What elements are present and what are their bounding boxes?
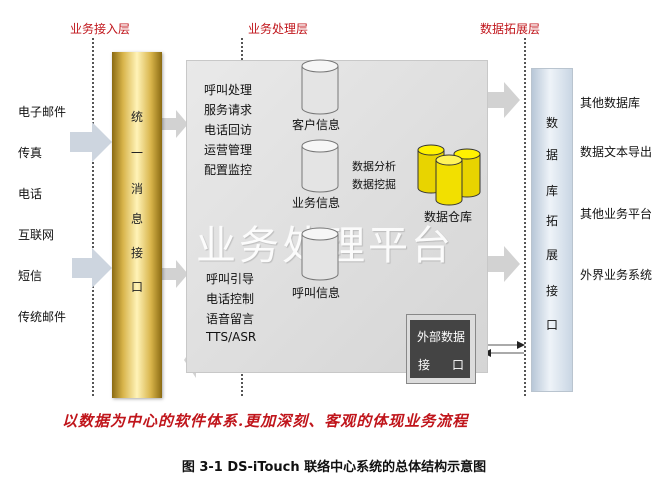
expansion-char-5: 展 xyxy=(545,248,558,262)
target-external-system: 外界业务系统 xyxy=(580,268,653,282)
unified-char-6: 口 xyxy=(130,280,143,294)
expansion-char-3: 库 xyxy=(545,184,558,198)
external-interface-char-1: 接 xyxy=(418,358,431,372)
unified-char-2: 一 xyxy=(130,146,143,160)
unified-char-1: 统 xyxy=(130,110,143,124)
input-arrows xyxy=(70,122,112,288)
function-callback: 电话回访 xyxy=(204,123,253,137)
call-info-db-icon xyxy=(301,227,339,281)
layer-title-access: 业务接入层 xyxy=(70,22,131,36)
business-info-db-icon xyxy=(301,139,339,193)
source-post: 传统邮件 xyxy=(18,310,67,324)
function-voicemail: 语音留言 xyxy=(206,312,255,326)
external-interface-line1: 外部数据 xyxy=(416,330,465,344)
input-arrow-2 xyxy=(72,248,112,288)
expansion-char-4: 拓 xyxy=(545,214,558,228)
function-phone-control: 电话控制 xyxy=(206,292,255,306)
source-email: 电子邮件 xyxy=(18,105,67,119)
unified-char-4: 息 xyxy=(130,212,143,226)
database-expansion-interface xyxy=(531,68,573,392)
layer-divider-right xyxy=(524,38,526,396)
source-fax: 传真 xyxy=(18,146,43,160)
function-service-request: 服务请求 xyxy=(204,103,253,117)
source-sms: 短信 xyxy=(18,269,43,283)
customer-info-label: 客户信息 xyxy=(292,118,341,132)
target-other-platform: 其他业务平台 xyxy=(580,207,653,221)
mining-label: 数据挖掘 xyxy=(352,178,396,191)
external-interface-char-2: 口 xyxy=(452,358,465,372)
customer-info-db-icon xyxy=(301,59,339,115)
analysis-label: 数据分析 xyxy=(352,160,396,173)
call-info-label: 呼叫信息 xyxy=(292,286,341,300)
function-call-guide: 呼叫引导 xyxy=(206,272,255,286)
external-data-interface-inner xyxy=(410,320,470,378)
function-call-handling: 呼叫处理 xyxy=(204,83,253,97)
expansion-char-6: 接 xyxy=(545,284,558,298)
layer-divider-left xyxy=(92,38,94,396)
slogan: 以数据为中心的软件体系.更加深刻、客观的体现业务流程 xyxy=(62,412,469,430)
function-config-monitor: 配置监控 xyxy=(204,163,253,177)
expansion-char-7: 口 xyxy=(545,318,558,332)
layer-title-processing: 业务处理层 xyxy=(248,22,309,36)
output-arrow-1 xyxy=(488,82,520,118)
target-other-db: 其他数据库 xyxy=(580,96,641,110)
unified-char-3: 消 xyxy=(130,182,143,196)
source-internet: 互联网 xyxy=(18,228,55,242)
unified-char-5: 接 xyxy=(130,246,143,260)
input-arrow-1 xyxy=(70,122,112,162)
data-warehouse-label: 数据仓库 xyxy=(424,210,473,224)
expansion-char-2: 据 xyxy=(545,148,558,162)
data-warehouse-icon xyxy=(417,144,481,206)
target-text-export: 数据文本导出 xyxy=(580,145,653,159)
layer-title-expansion: 数据拓展层 xyxy=(480,22,541,36)
source-phone: 电话 xyxy=(18,187,43,201)
output-arrow-2 xyxy=(488,246,520,282)
function-tts-asr: TTS/ASR xyxy=(206,330,257,344)
business-info-label: 业务信息 xyxy=(292,196,341,210)
transfer-arrow-in-2 xyxy=(162,260,188,288)
function-operations: 运营管理 xyxy=(204,143,253,157)
expansion-char-1: 数 xyxy=(545,116,558,130)
unified-message-interface xyxy=(112,52,162,398)
figure-caption: 图 3-1 DS-iTouch 联络中心系统的总体结构示意图 xyxy=(181,460,487,475)
transfer-arrow-in-1 xyxy=(162,110,188,138)
